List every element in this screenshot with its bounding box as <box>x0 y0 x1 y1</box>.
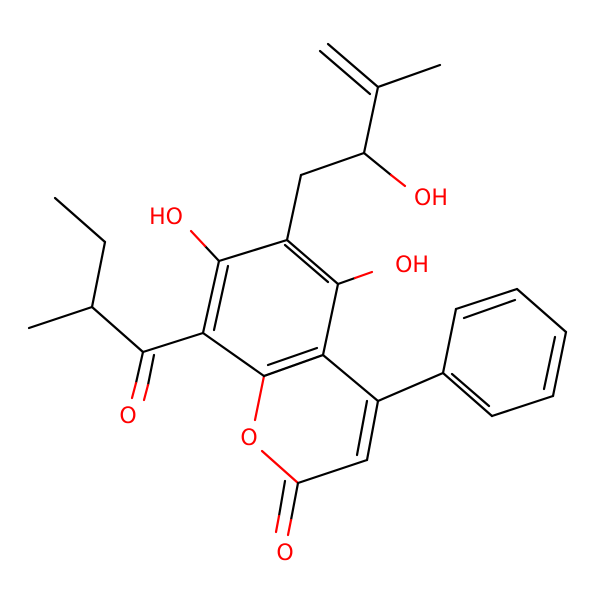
bond <box>296 458 369 485</box>
bond <box>283 243 330 284</box>
bond <box>376 371 445 403</box>
lactone-oxygen-label: O <box>276 541 293 566</box>
bond <box>212 264 230 332</box>
hydroxy-methylbutenyl-chain <box>285 42 442 242</box>
bond <box>462 298 517 320</box>
bond <box>203 244 221 263</box>
benzo-ring <box>201 238 340 378</box>
pyranone-ring <box>253 353 445 537</box>
bond <box>146 353 156 387</box>
bond <box>355 399 369 457</box>
bond <box>515 287 568 334</box>
bond <box>454 287 519 311</box>
bond <box>262 353 325 378</box>
bond <box>376 63 442 89</box>
bond <box>336 276 357 286</box>
bond <box>134 350 145 385</box>
bond <box>142 383 150 402</box>
ring-oxygen-label: O <box>240 426 257 451</box>
bond <box>285 238 340 286</box>
bond <box>321 353 380 403</box>
bond <box>365 399 380 462</box>
bond <box>90 240 107 309</box>
bond <box>141 331 205 354</box>
bond <box>201 259 221 335</box>
hydroxyl-label-chain: OH <box>414 186 448 211</box>
bond <box>217 238 289 263</box>
bond <box>318 49 372 96</box>
bond <box>326 42 380 89</box>
bond <box>450 372 491 408</box>
hydroxyl-label-c5: OH <box>395 253 429 278</box>
bond <box>253 374 266 422</box>
methylbutanoyl-chain <box>27 196 205 402</box>
bond <box>441 307 458 375</box>
bond <box>551 330 568 398</box>
bond <box>53 196 107 244</box>
bond <box>277 479 287 518</box>
bond <box>289 481 300 522</box>
bond <box>266 346 319 367</box>
bond <box>389 173 407 188</box>
bond <box>542 335 557 391</box>
bond <box>362 85 380 155</box>
phenyl-ring <box>441 287 568 418</box>
bond <box>353 270 374 280</box>
bond <box>321 282 340 357</box>
bond <box>285 173 303 242</box>
bond <box>299 151 366 177</box>
bond <box>189 229 207 248</box>
bond <box>260 449 300 485</box>
bond <box>286 518 293 537</box>
hydroxyl-label-c7: HO <box>149 205 183 230</box>
bond <box>490 394 555 418</box>
bond <box>441 371 494 418</box>
bond <box>27 305 94 330</box>
bond <box>274 514 281 534</box>
bond <box>90 305 145 354</box>
ketone-oxygen-label: O <box>119 404 136 429</box>
bond <box>201 331 266 378</box>
bond <box>130 381 138 400</box>
bond <box>362 151 393 177</box>
